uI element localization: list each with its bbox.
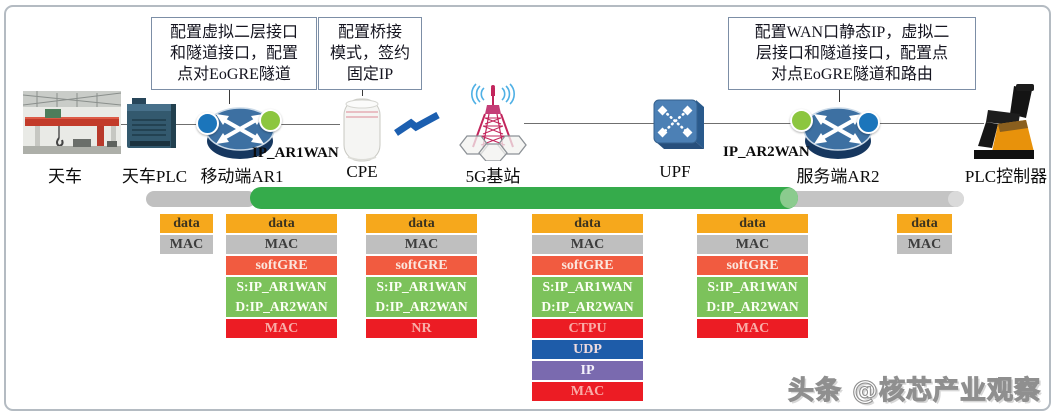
ethernet-segment-bar-right xyxy=(786,191,964,207)
protocol-stack-crane-plc: data MAC xyxy=(160,214,213,256)
stack-row-softgre: softGRE xyxy=(226,256,337,275)
stack-row-ip: IP xyxy=(532,361,643,380)
device-link-line xyxy=(866,123,984,124)
ar2-wan-ip-label: IP_AR2WAN xyxy=(723,144,810,160)
device-label-crane: 天车 xyxy=(48,167,82,186)
stack-row-data: data xyxy=(697,214,808,233)
device-label-cpe: CPE xyxy=(346,162,378,181)
stack-row-nr: NR xyxy=(366,319,477,338)
stack-row-mac: MAC xyxy=(160,235,213,254)
stack-row-ip-pair: S:IP_AR1WAN D:IP_AR2WAN xyxy=(697,277,808,317)
crane-photo xyxy=(23,91,121,154)
stack-row-inner-mac: MAC xyxy=(226,319,337,338)
callout-cpe-config: 配置桥接 模式，签约 固定IP xyxy=(318,17,422,90)
stack-row-mac: MAC xyxy=(366,235,477,254)
device-label-5g-base-station: 5G基站 xyxy=(465,167,521,186)
stack-row-data: data xyxy=(897,214,952,233)
stack-row-udp: UDP xyxy=(532,340,643,359)
stack-row-softgre: softGRE xyxy=(697,256,808,275)
device-link-line xyxy=(268,124,340,125)
stack-row-mac: MAC xyxy=(897,235,952,254)
stack-row-ip-pair: S:IP_AR1WAN D:IP_AR2WAN xyxy=(226,277,337,317)
stack-row-gtpu: CTPU xyxy=(532,319,643,338)
stack-row-data: data xyxy=(160,214,213,233)
callout-connector-line xyxy=(839,90,840,102)
callout-ar2-config: 配置WAN口静态IP，虚拟二 层接口和隧道接口，配置点 对点EoGRE隧道和路由 xyxy=(728,17,976,90)
plc-controller-icon xyxy=(974,84,1034,159)
eogre-tunnel-bar xyxy=(250,187,798,209)
wireless-link-lightning-icon xyxy=(394,112,440,136)
device-label-ar2: 服务端AR2 xyxy=(796,167,880,186)
watermark: 头条 @核芯产业观察 xyxy=(787,375,1042,406)
stack-row-softgre: softGRE xyxy=(366,256,477,275)
stack-row-inner-mac: MAC xyxy=(697,319,808,338)
ar1-wan-port-dot xyxy=(259,109,282,132)
protocol-stack-plc-controller: data MAC xyxy=(897,214,952,256)
stack-row-mac: MAC xyxy=(226,235,337,254)
device-label-ar1: 移动端AR1 xyxy=(200,167,284,186)
ethernet-bar-endcap xyxy=(948,191,964,207)
ethernet-segment-bar-left xyxy=(146,191,256,207)
protocol-stack-upf: data MAC softGRE S:IP_AR1WAN D:IP_AR2WAN… xyxy=(697,214,808,340)
stack-row-mac: MAC xyxy=(532,235,643,254)
tunnel-bar-endcap xyxy=(780,188,798,208)
device-label-upf: UPF xyxy=(659,162,691,181)
protocol-stack-cpe: data MAC softGRE S:IP_AR1WAN D:IP_AR2WAN… xyxy=(366,214,477,340)
protocol-stack-5g-base-station: data MAC softGRE S:IP_AR1WAN D:IP_AR2WAN… xyxy=(532,214,643,403)
stack-row-ip-pair: S:IP_AR1WAN D:IP_AR2WAN xyxy=(532,277,643,317)
device-label-plc-controller: PLC控制器 xyxy=(964,167,1048,186)
plc-device-icon xyxy=(127,98,176,148)
figure-border xyxy=(4,5,1051,411)
ar2-lan-port-dot xyxy=(857,111,880,134)
stack-row-data: data xyxy=(226,214,337,233)
stack-row-ip-pair: S:IP_AR1WAN D:IP_AR2WAN xyxy=(366,277,477,317)
stack-row-softgre: softGRE xyxy=(532,256,643,275)
stack-row-data: data xyxy=(532,214,643,233)
5g-base-station-icon xyxy=(459,83,527,161)
upf-switch-icon xyxy=(653,99,704,149)
protocol-stack-ar1: data MAC softGRE S:IP_AR1WAN D:IP_AR2WAN… xyxy=(226,214,337,340)
device-label-crane-plc: 天车PLC xyxy=(121,167,188,186)
stack-row-inner-mac: MAC xyxy=(532,382,643,401)
callout-ar1-config: 配置虚拟二层接口 和隧道接口，配置 点对EoGRE隧道 xyxy=(151,17,317,90)
ar2-wan-port-dot xyxy=(790,109,813,132)
stack-row-mac: MAC xyxy=(697,235,808,254)
ar1-lan-port-dot xyxy=(196,112,219,135)
stack-row-data: data xyxy=(366,214,477,233)
callout-connector-line xyxy=(229,90,230,104)
ar1-wan-ip-label: IP_AR1WAN xyxy=(252,145,339,161)
callout-connector-line xyxy=(362,88,363,96)
cpe-icon xyxy=(343,98,381,162)
